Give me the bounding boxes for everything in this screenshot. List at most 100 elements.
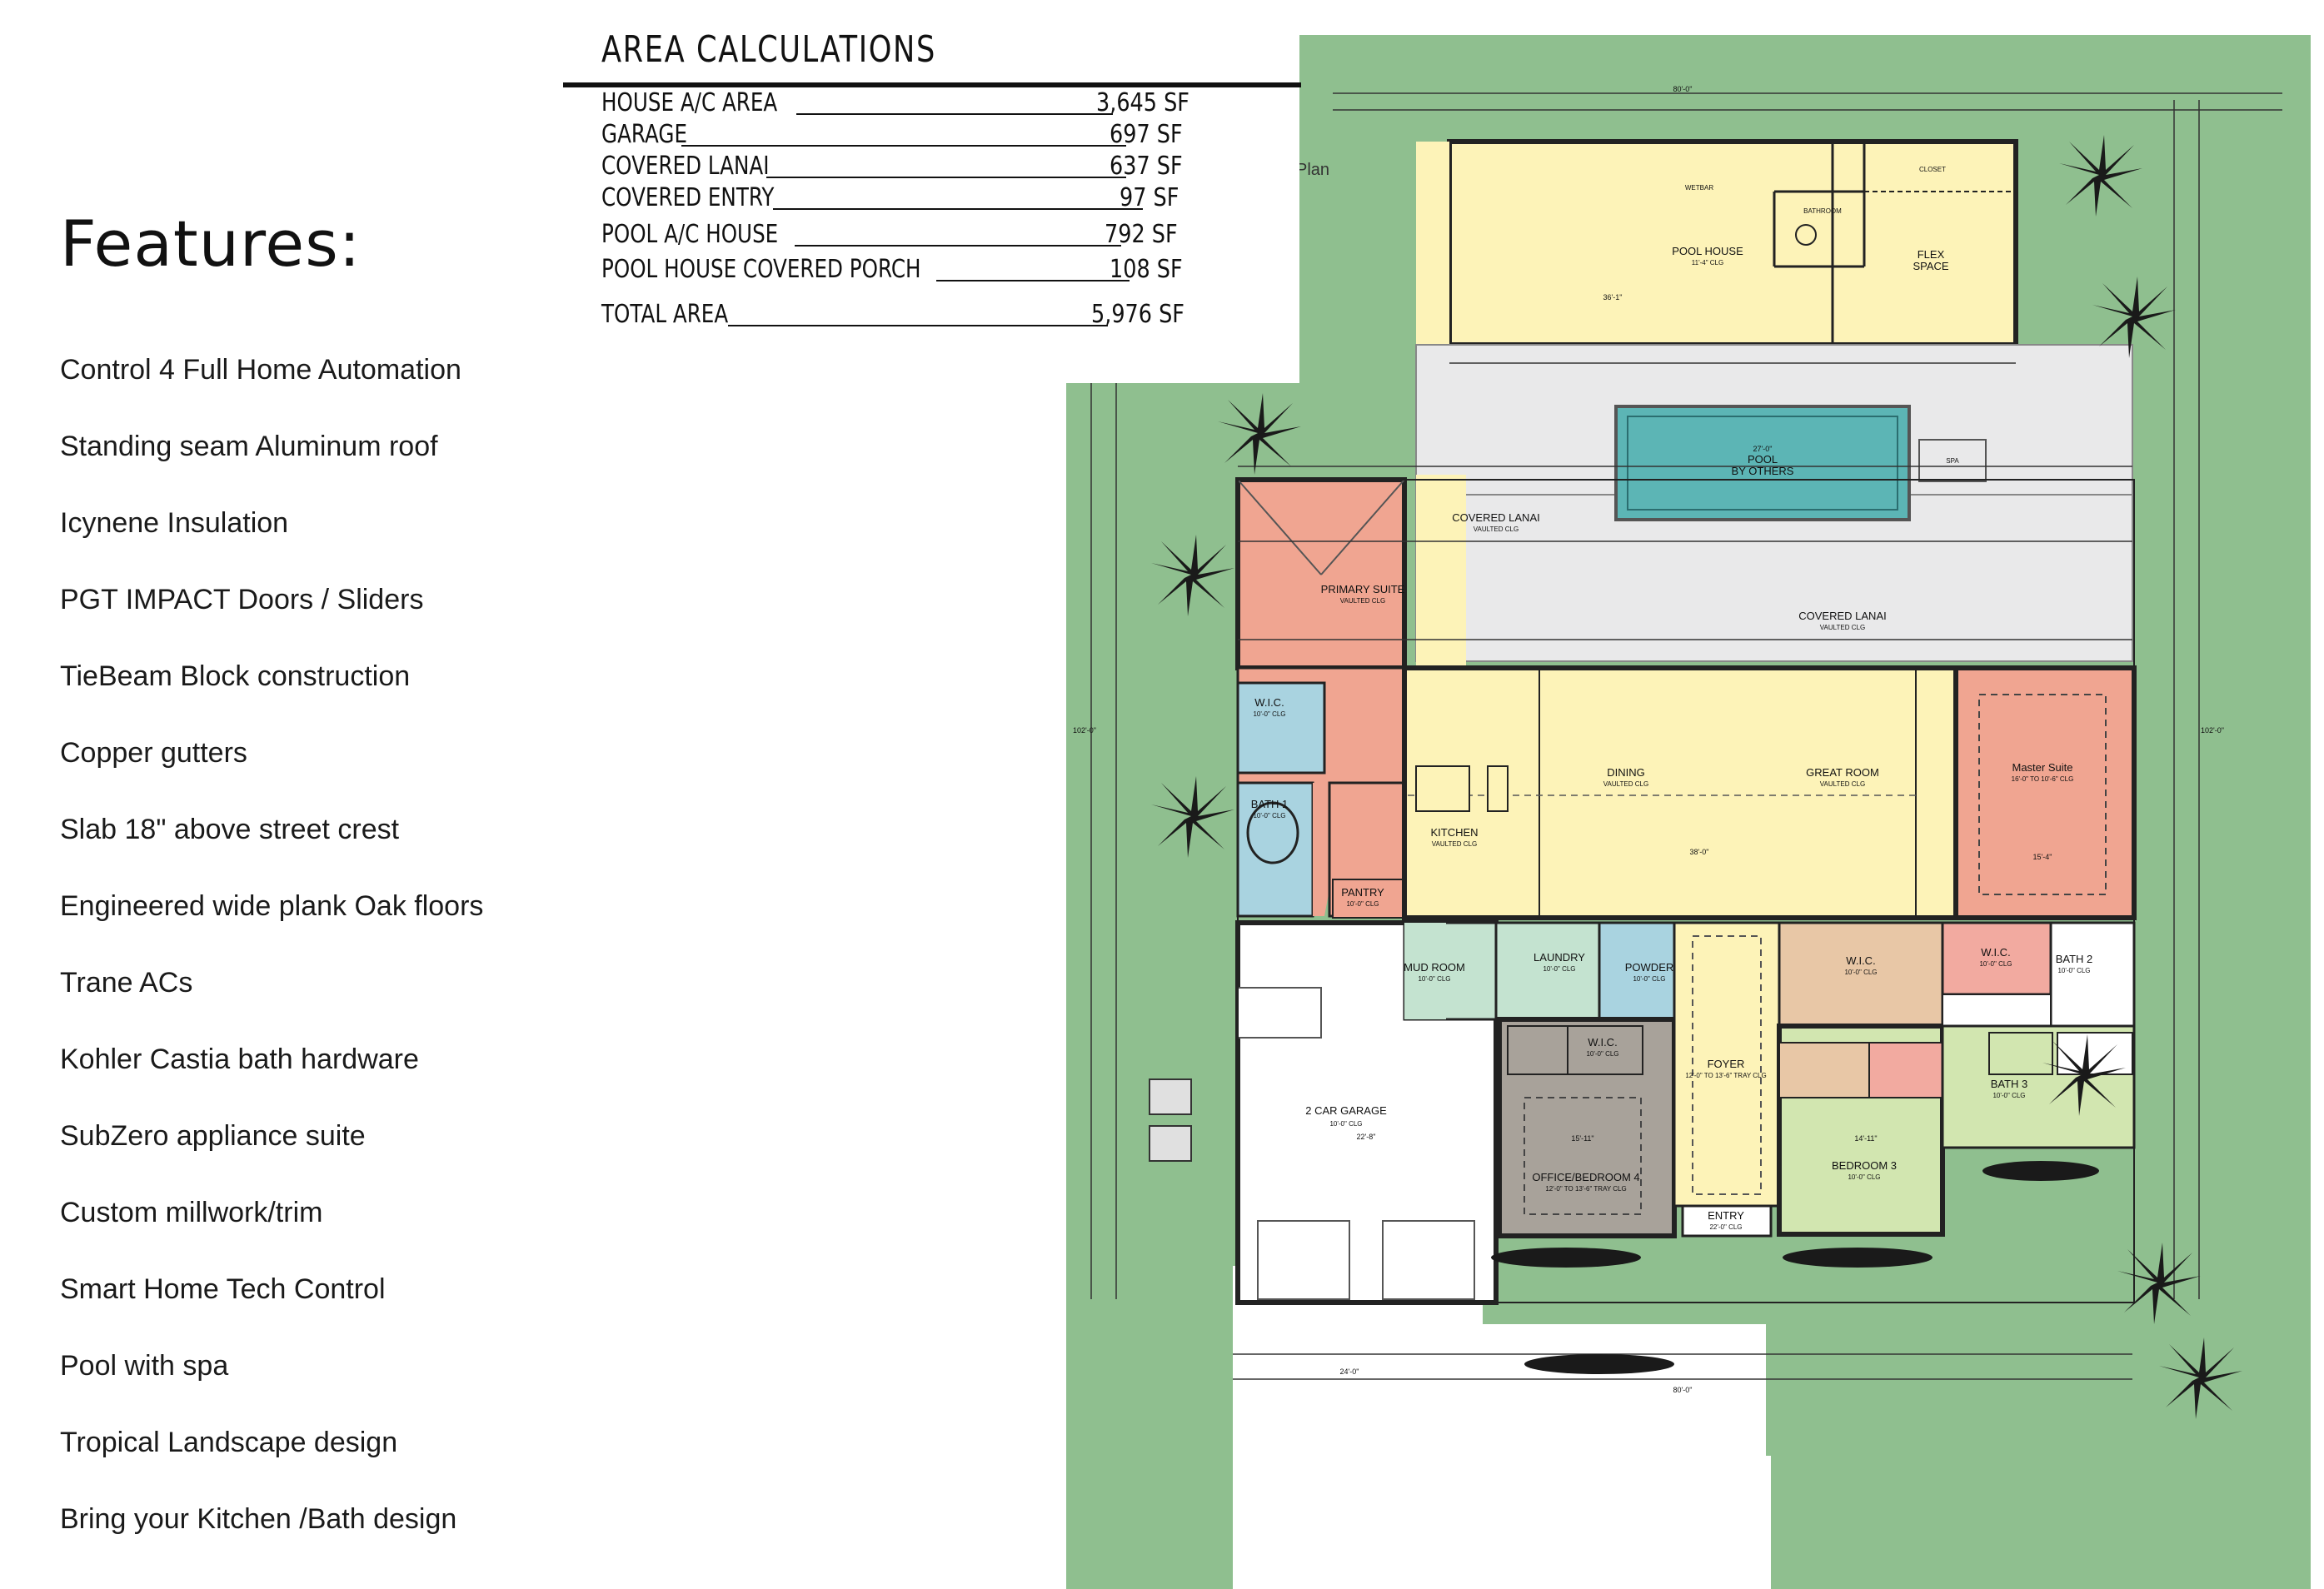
main-living [1402,665,1958,920]
feature-item: Custom millwork/trim [60,1197,323,1228]
area-row-label: COVERED ENTRY [601,183,775,212]
great-room-sub: VAULTED CLG [1820,780,1865,788]
foyer-label: FOYER [1708,1058,1745,1070]
office-label: OFFICE/BEDROOM 4 [1532,1171,1639,1183]
dim-garage-depth: 22'-8" [1357,1133,1376,1141]
feature-item: Standing seam Aluminum roof [60,431,438,462]
leader-line [795,245,1121,247]
feature-item: Engineered wide plank Oak floors [60,890,484,922]
leader-line [936,280,1130,281]
palm-tree-icon [2092,276,2176,358]
wic-office-sub: 10'-0" CLG [1586,1050,1618,1058]
spa-label: SPA [1946,457,1959,465]
area-total-row: TOTAL AREA 5,976 SF [601,300,1193,333]
palm-tree-icon [2042,1034,2126,1116]
pantry-sub: 10'-0" CLG [1346,900,1379,908]
area-row-label: COVERED LANAI [601,152,770,181]
entry-label: ENTRY [1708,1209,1744,1222]
area-row-value: 697 SF [1110,120,1183,149]
area-row: POOL HOUSE COVERED PORCH 108 SF [601,255,1193,288]
area-row-value: 108 SF [1110,255,1183,284]
bedroom3-label: BEDROOM 3 [1832,1159,1897,1172]
pool-house [1416,139,2018,347]
office-area [1497,1017,1677,1238]
plan-caption: Plan [1296,161,1329,179]
powder-sub: 10'-0" CLG [1633,975,1665,983]
palm-tree-icon [1218,393,1301,475]
area-row: COVERED ENTRY 97 SF [601,183,1193,217]
dim-overall-depth-right: 102'-0" [2201,726,2224,735]
dim-pool-width: 27'-0" [1753,445,1773,453]
area-row-value: 3,645 SF [1096,88,1189,117]
area-total-label: TOTAL AREA [601,300,729,329]
kitchen-label: KITCHEN [1430,826,1478,839]
master-suite [1953,665,2137,920]
wic-left-label: W.I.C. [1254,696,1284,709]
pool-house-sub: 11'-4" CLG [1692,259,1723,266]
primary-suite-label: PRIMARY SUITE [1321,583,1405,595]
flex-sub: SPACE [1913,260,1948,272]
area-row-value: 637 SF [1110,152,1183,181]
area-row: POOL A/C HOUSE 792 SF [601,220,1193,253]
entry-sub: 22'-0" CLG [1709,1223,1742,1231]
pool-deck [1415,344,2133,666]
feature-item: Copper gutters [60,737,247,769]
dim-overall-width: 80'-0" [1673,85,1693,93]
garage-sub: 10'-0" CLG [1329,1120,1362,1128]
area-row-value: 97 SF [1120,183,1179,212]
features-title: Features: [60,207,362,281]
area-calculations-title: AREA CALCULATIONS [601,28,936,71]
dim-bedroom3: 14'-11" [1854,1134,1877,1143]
laundry-sub: 10'-0" CLG [1543,965,1575,973]
area-total-value: 5,976 SF [1091,300,1184,329]
wic-right-sub: 10'-0" CLG [1979,960,2012,968]
closet-label: CLOSET [1919,166,1946,173]
great-room-label: GREAT ROOM [1806,766,1879,779]
lanai-left-label: COVERED LANAI [1452,511,1539,524]
wic-center-sub: 10'-0" CLG [1844,969,1877,976]
bath2-sub: 10'-0" CLG [2057,967,2090,974]
leader-line [773,208,1143,210]
wetbar-label: WETBAR [1685,184,1713,192]
area-title-rule [563,82,1301,87]
feature-item: PGT IMPACT Doors / Sliders [60,584,424,615]
lanai-main-sub: VAULTED CLG [1820,624,1865,631]
primary-suite-area [1235,477,1407,919]
dining-sub: VAULTED CLG [1603,780,1648,788]
bedroom3-sub: 10'-0" CLG [1848,1173,1880,1181]
master-suite-sub: 16'-0" TO 10'-6" CLG [2012,775,2074,783]
bath3-sub: 10'-0" CLG [1992,1092,2025,1099]
dim-pool-house: 36'-1" [1603,293,1623,301]
palm-tree-icon [1151,776,1234,858]
dim-master: 15'-4" [2033,853,2052,861]
bath1-label: BATH 1 [1251,798,1289,810]
area-row-label: POOL A/C HOUSE [601,220,779,249]
wic-right-label: W.I.C. [1981,946,2010,959]
feature-item: Icynene Insulation [60,507,289,539]
dim-great-room: 38'-0" [1690,848,1709,856]
feature-item: Pool with spa [60,1350,229,1382]
office-sub: 12'-0" TO 13'-6" TRAY CLG [1545,1185,1626,1193]
pool-house-label: POOL HOUSE [1672,245,1743,257]
feature-item: Slab 18" above street crest [60,814,400,845]
master-suite-label: Master Suite [2012,761,2073,774]
dim-overall-depth: 102'-0" [1073,726,1096,735]
feature-item: TieBeam Block construction [60,660,411,692]
dim-office: 15'-11" [1571,1134,1593,1143]
leader-line [796,113,1113,115]
pantry-label: PANTRY [1341,886,1384,899]
area-row: HOUSE A/C AREA 3,645 SF [601,88,1193,122]
features-list: Control 4 Full Home Automation Standing … [60,353,483,1579]
bathroom-label: BATHROOM [1803,207,1842,215]
foyer-area [1673,921,1781,1238]
shrub-row-icon [1491,1161,2099,1374]
east-wing [1777,921,2136,1237]
area-row: GARAGE 697 SF [601,120,1193,153]
leader-line [681,145,1126,147]
bath1-sub: 10'-0" CLG [1253,812,1285,819]
dimension-lines [1090,92,2282,1380]
flex-label: FLEX [1918,248,1945,261]
bath2-label: BATH 2 [2056,953,2093,965]
leader-line [728,325,1108,326]
